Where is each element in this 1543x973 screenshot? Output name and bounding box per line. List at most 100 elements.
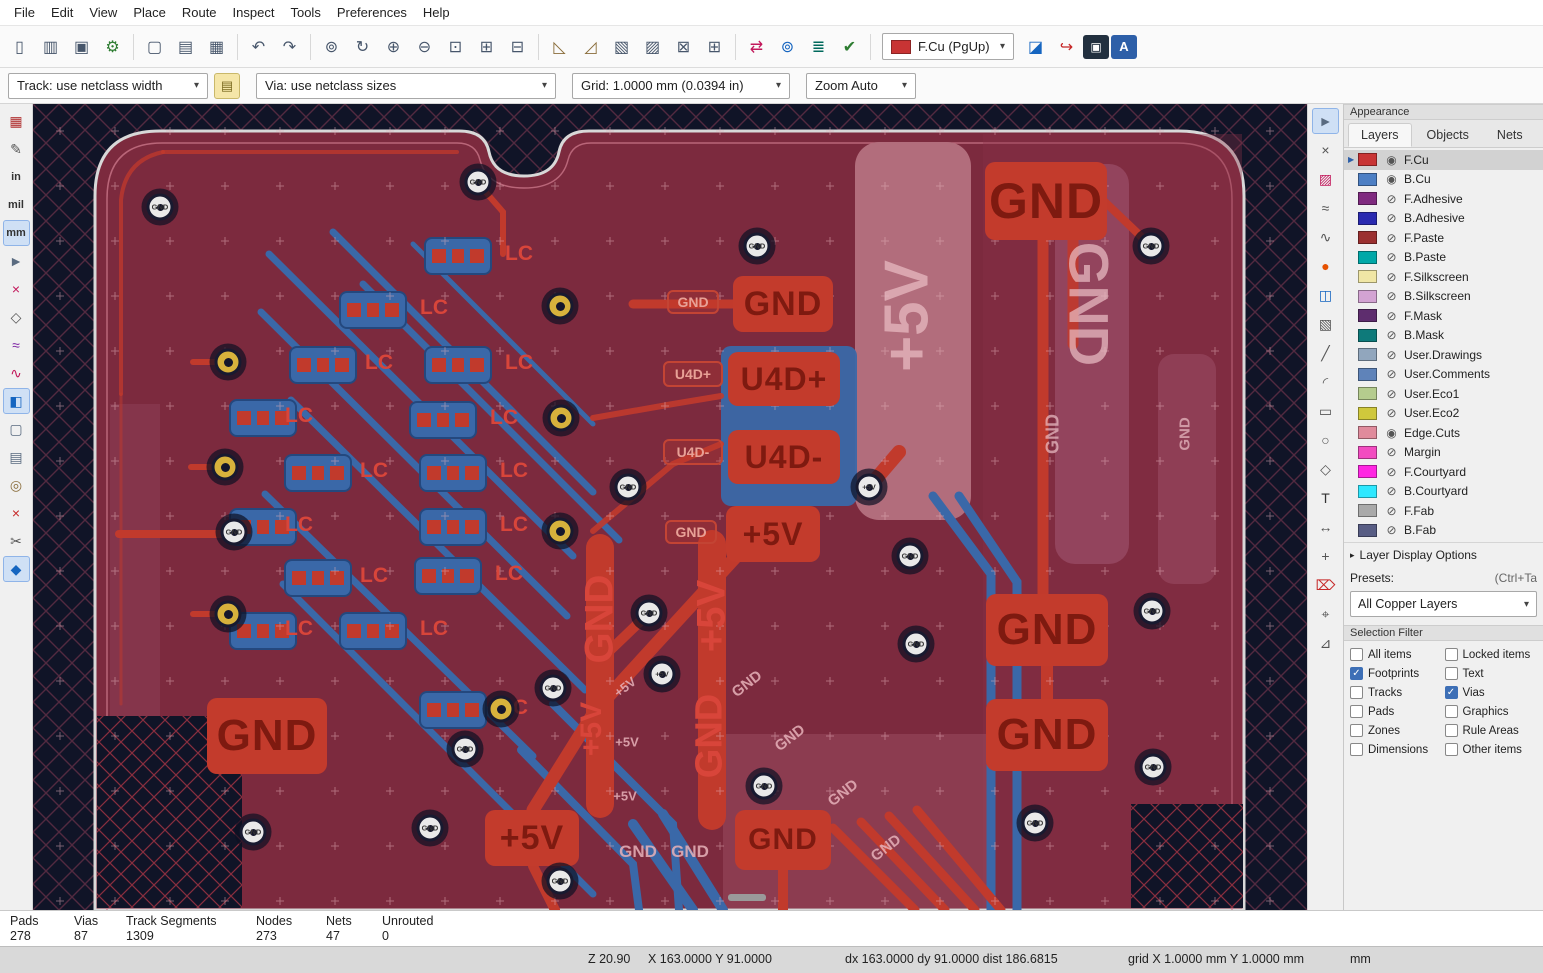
- filter-zones[interactable]: Zones: [1350, 724, 1443, 737]
- zoom-fit-button[interactable]: ⊡: [441, 32, 470, 62]
- add-via-tool-button[interactable]: ●: [1312, 253, 1339, 279]
- layer-visibility-icon[interactable]: ⊘: [1386, 230, 1397, 245]
- text-variables-button[interactable]: A: [1111, 34, 1137, 59]
- layer-visibility-icon[interactable]: ⊘: [1386, 386, 1397, 401]
- layer-row-f-cu[interactable]: ▶◉F.Cu: [1344, 150, 1543, 170]
- sketch-measure-button[interactable]: ✎: [3, 136, 30, 162]
- layer-visibility-icon[interactable]: ⊘: [1386, 445, 1397, 460]
- undo-button[interactable]: ↶: [244, 32, 273, 62]
- menu-file[interactable]: File: [14, 5, 35, 20]
- layer-visibility-icon[interactable]: ⊘: [1386, 191, 1397, 206]
- via-pad[interactable]: [547, 404, 575, 432]
- via-pad[interactable]: [546, 517, 574, 545]
- drawing-sheet-button[interactable]: ▤: [3, 444, 30, 470]
- layer-visibility-icon[interactable]: ⊘: [1386, 523, 1397, 538]
- layer-row-b-mask[interactable]: ⊘B.Mask: [1344, 326, 1543, 346]
- filter-pads[interactable]: Pads: [1350, 705, 1443, 718]
- via-gnd[interactable]: GND: [451, 735, 479, 763]
- checkbox-dimensions[interactable]: [1350, 743, 1363, 756]
- menu-preferences[interactable]: Preferences: [336, 5, 407, 20]
- layer-visibility-icon[interactable]: ⊘: [1386, 464, 1397, 479]
- net-label-u4dplus[interactable]: U4D+: [663, 361, 723, 387]
- find-button[interactable]: ⊚: [317, 32, 346, 62]
- layer-row-b-fab[interactable]: ⊘B.Fab: [1344, 521, 1543, 541]
- menu-view[interactable]: View: [89, 5, 118, 20]
- ratsnest-visibility-button[interactable]: ×: [3, 276, 30, 302]
- draw-line-tool-button[interactable]: ╱: [1312, 340, 1339, 366]
- layer-visibility-icon[interactable]: ⊘: [1386, 250, 1397, 265]
- move-exact-tool-button[interactable]: +: [1312, 543, 1339, 569]
- net-label-gnd[interactable]: GND: [735, 810, 831, 870]
- checkbox-tracks[interactable]: [1350, 686, 1363, 699]
- redo-button[interactable]: ↷: [275, 32, 304, 62]
- via-gnd[interactable]: GND: [416, 814, 444, 842]
- checkbox-vias[interactable]: ✓: [1444, 686, 1458, 699]
- route-tracks-tool-button[interactable]: ▨: [1312, 166, 1339, 192]
- cut-tracks-button[interactable]: ✂: [3, 528, 30, 554]
- via-gnd[interactable]: GND: [896, 542, 924, 570]
- delete-items-tool-button[interactable]: ⌦: [1312, 572, 1339, 598]
- tab-nets[interactable]: Nets: [1496, 128, 1523, 142]
- unlock-items-button[interactable]: ⊞: [700, 32, 729, 62]
- layer-row-edge-cuts[interactable]: ◉Edge.Cuts: [1344, 423, 1543, 443]
- layer-visibility-icon[interactable]: ⊘: [1386, 503, 1397, 518]
- board-setup-button[interactable]: ⚙: [98, 32, 127, 62]
- checkbox-other-items[interactable]: [1444, 743, 1458, 756]
- page-settings-button[interactable]: ▢: [140, 32, 169, 62]
- layer-row-user-eco1[interactable]: ⊘User.Eco1: [1344, 384, 1543, 404]
- update-pcb-from-schematic-button[interactable]: ⇄: [742, 32, 771, 62]
- net-label-plus5v[interactable]: +5V: [485, 810, 579, 866]
- layer-row-b-paste[interactable]: ⊘B.Paste: [1344, 248, 1543, 268]
- tune-track-length-tool-button[interactable]: ∿: [1312, 224, 1339, 250]
- checkbox-footprints[interactable]: ✓: [1350, 667, 1363, 680]
- select-tool-button[interactable]: ►: [1312, 108, 1339, 134]
- units-mils-button[interactable]: mil: [3, 192, 30, 218]
- measure-tool-button[interactable]: ⊿: [1312, 630, 1339, 656]
- net-label-u4d-[interactable]: U4D-: [728, 430, 840, 484]
- filter-footprints[interactable]: ✓Footprints: [1350, 667, 1443, 680]
- layer-row-f-paste[interactable]: ⊘F.Paste: [1344, 228, 1543, 248]
- layer-selector[interactable]: F.Cu (PgUp)▾: [882, 33, 1014, 60]
- filter-locked-items[interactable]: Locked items: [1444, 648, 1538, 661]
- draw-rectangle-tool-button[interactable]: ▭: [1312, 398, 1339, 424]
- layer-presentation-button[interactable]: ◪: [1021, 32, 1050, 62]
- menu-place[interactable]: Place: [133, 5, 166, 20]
- filter-dimensions[interactable]: Dimensions: [1350, 743, 1443, 756]
- via-gnd[interactable]: GND: [743, 232, 771, 260]
- via-gnd[interactable]: GND: [902, 630, 930, 658]
- track-width-select[interactable]: Track: use netclass width ▾: [8, 72, 208, 99]
- add-zone-tool-button[interactable]: ▧: [1312, 311, 1339, 337]
- sketch-mode-a-button[interactable]: ◺: [545, 32, 574, 62]
- zoom-out-button[interactable]: ⊖: [410, 32, 439, 62]
- draw-polygon-tool-button[interactable]: ◇: [1312, 456, 1339, 482]
- route-stub-button[interactable]: ↪: [1052, 32, 1081, 62]
- layer-row-user-eco2[interactable]: ⊘User.Eco2: [1344, 404, 1543, 424]
- zoom-select[interactable]: Zoom Auto ▾: [806, 72, 916, 99]
- layer-row-f-adhesive[interactable]: ⊘F.Adhesive: [1344, 189, 1543, 209]
- layer-visibility-icon[interactable]: ◉: [1386, 172, 1397, 187]
- presets-select[interactable]: All Copper Layers ▾: [1350, 591, 1537, 617]
- net-label-gnd[interactable]: GND: [207, 698, 327, 774]
- layer-visibility-icon[interactable]: ⊘: [1386, 269, 1397, 284]
- highlight-collisions-button[interactable]: ◆: [2, 556, 30, 582]
- plot-button[interactable]: ▦: [202, 32, 231, 62]
- layer-visibility-icon[interactable]: ⊘: [1386, 289, 1397, 304]
- net-label-gnd[interactable]: GND: [985, 162, 1107, 240]
- checkbox-text[interactable]: [1444, 667, 1458, 680]
- units-mm-button[interactable]: mm: [2, 220, 30, 246]
- layer-visibility-icon[interactable]: ⊘: [1386, 484, 1397, 499]
- add-footprint-tool-button[interactable]: ◫: [1312, 282, 1339, 308]
- layer-row-user-drawings[interactable]: ⊘User.Drawings: [1344, 345, 1543, 365]
- filter-all-items[interactable]: All items: [1350, 648, 1443, 661]
- refresh-view-button[interactable]: ↻: [348, 32, 377, 62]
- sketch-mode-b-button[interactable]: ◿: [576, 32, 605, 62]
- grid-origin-tool-button[interactable]: ⌖: [1312, 601, 1339, 627]
- via-gnd[interactable]: GND: [635, 599, 663, 627]
- add-dimension-tool-button[interactable]: ↔: [1312, 514, 1339, 540]
- curved-ratsnest-button[interactable]: ≈: [3, 332, 30, 358]
- scripting-console-button[interactable]: ▣: [1083, 34, 1109, 59]
- menu-route[interactable]: Route: [181, 5, 217, 20]
- new-board-button[interactable]: ▯: [5, 32, 34, 62]
- design-rules-check-button[interactable]: ✔: [835, 32, 864, 62]
- net-label-plus5v[interactable]: +5V: [726, 506, 820, 562]
